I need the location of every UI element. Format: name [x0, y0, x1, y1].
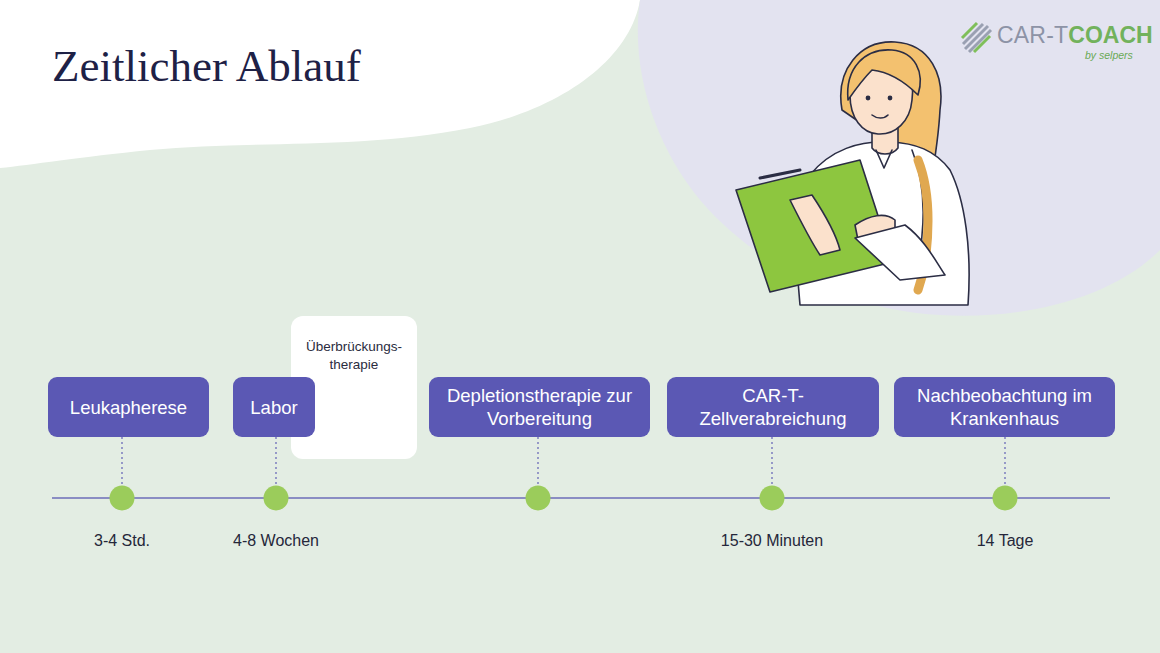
process-box: CAR-T- Zellverabreichung — [667, 377, 879, 437]
node-label: Leukapherese — [70, 396, 187, 419]
duration-label: 15-30 Minuten — [692, 532, 852, 550]
logo-icon — [961, 22, 991, 52]
timeline-dots — [110, 486, 1018, 511]
white-blob — [0, 0, 640, 168]
process-box: Depletionstherapie zur Vorbereitung — [429, 377, 650, 437]
logo-text: CAR-T — [997, 22, 1068, 49]
node-label: CAR-T- Zellverabreichung — [675, 384, 871, 430]
duration-label: 3-4 Std. — [42, 532, 202, 550]
node-label: Nachbeobachtung im Krankenhaus — [902, 384, 1107, 430]
woman-illustration — [736, 42, 969, 305]
lavender-blob — [638, 0, 1160, 316]
node-label: Depletionstherapie zur Vorbereitung — [437, 384, 642, 430]
node-label: Labor — [250, 396, 297, 419]
node-label: Überbrückungs- therapie — [297, 338, 411, 374]
timeline — [52, 437, 1110, 511]
process-box: Leukapherese — [48, 377, 209, 437]
logo-subtitle: by selpers — [1085, 49, 1133, 61]
duration-label: 4-8 Wochen — [196, 532, 356, 550]
duration-label: 14 Tage — [925, 532, 1085, 550]
logo: CAR-TCOACH — [997, 22, 1153, 49]
timeline-axis — [52, 497, 1110, 498]
process-box: Nachbeobachtung im Krankenhaus — [894, 377, 1115, 437]
logo-text: COACH — [1068, 22, 1152, 49]
process-box: Labor — [233, 377, 315, 437]
leader-lines — [122, 437, 1005, 486]
title: Zeitlicher Ablauf — [52, 40, 361, 92]
